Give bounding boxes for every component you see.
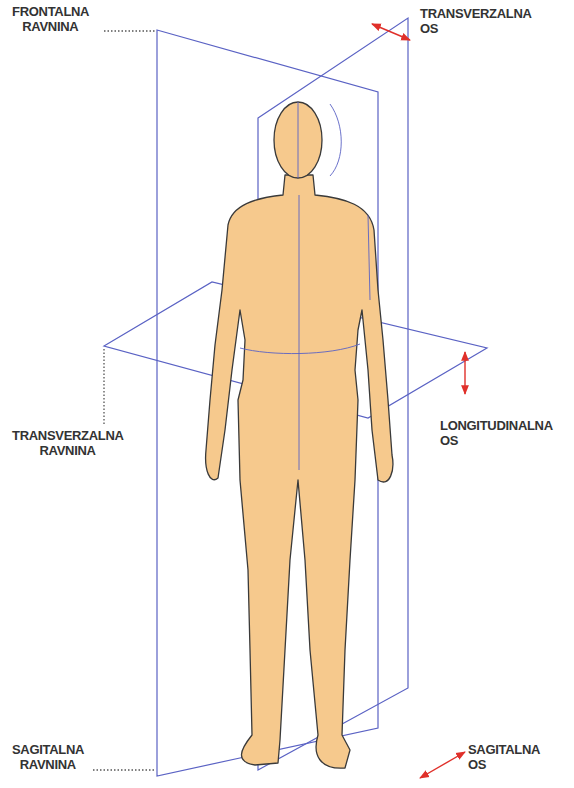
frontal-line	[330, 104, 370, 300]
human-figure	[206, 102, 393, 768]
axis-arrows	[372, 24, 465, 778]
axis-label: LONGITUDINALNA OS	[440, 418, 552, 448]
axis-label: FRONTALNA RAVNINA	[12, 4, 89, 34]
leader-lines	[93, 31, 155, 770]
sagittal-line	[298, 102, 299, 470]
axis-label: SAGITALNA RAVNINA	[12, 742, 84, 772]
axis-label: TRANSVERZALNA RAVNINA	[12, 428, 123, 458]
axis-label: SAGITALNA OS	[468, 742, 540, 772]
transverse-line	[240, 344, 360, 354]
axis-label: TRANSVERZALNA OS	[420, 6, 531, 36]
